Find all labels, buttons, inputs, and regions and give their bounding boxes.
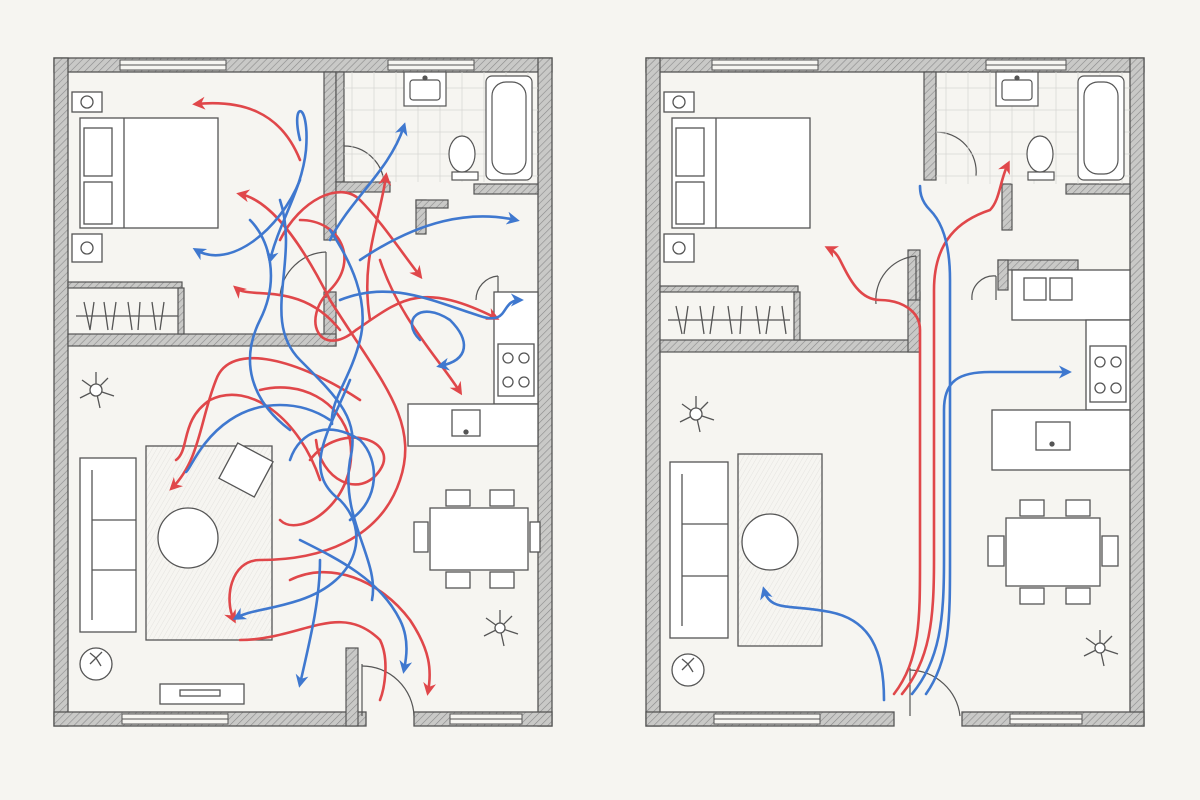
- bathroom: [344, 71, 538, 182]
- tangled-red-paths: [169, 96, 500, 702]
- living-furniture: [79, 372, 519, 705]
- tangled-blue-paths: [184, 109, 524, 688]
- living-furniture: [669, 396, 1119, 687]
- windows: [119, 59, 523, 725]
- bedroom-furniture: [663, 91, 811, 263]
- direct-red-paths: [824, 160, 1010, 696]
- bedroom-furniture: [71, 91, 219, 263]
- organized-layout-plan: [645, 57, 1145, 727]
- direct-blue-paths: [760, 184, 1072, 702]
- interior-walls: [659, 71, 1131, 353]
- kitchen-furniture: [987, 269, 1131, 605]
- bathroom: [936, 71, 1130, 184]
- windows: [711, 59, 1083, 725]
- kitchen-furniture: [407, 291, 541, 589]
- closet: [76, 301, 178, 331]
- doors: [875, 131, 997, 717]
- closet: [668, 305, 790, 335]
- chaotic-layout-plan: [53, 57, 553, 727]
